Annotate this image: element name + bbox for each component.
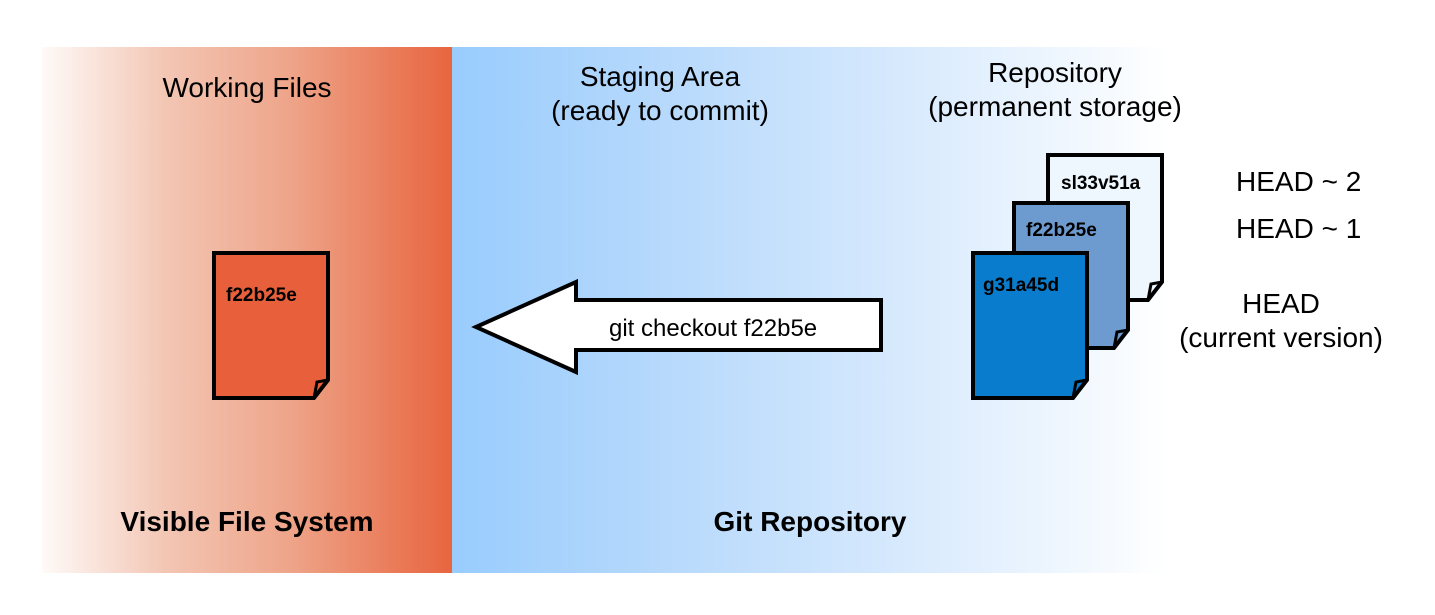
checkout-command-label: git checkout f22b5e <box>609 315 817 342</box>
head-note-label: (current version) <box>1179 322 1383 353</box>
working-file-label: f22b25e <box>226 285 297 306</box>
visible-file-system-label: Visible File System <box>120 506 374 537</box>
commit-oldest-label: sl33v51a <box>1061 173 1141 194</box>
repository-subtitle: (permanent storage) <box>928 91 1182 122</box>
commit-current-label: g31a45d <box>983 275 1059 296</box>
staging-area-subtitle: (ready to commit) <box>551 95 769 126</box>
working-files-title: Working Files <box>162 72 332 103</box>
repository-title: Repository <box>988 57 1122 88</box>
commit-middle-label: f22b25e <box>1026 220 1097 241</box>
checkout-arrow: git checkout f22b5e <box>471 278 883 376</box>
head-1-label: HEAD ~ 1 <box>1236 213 1362 244</box>
commit-file-current-icon: g31a45d <box>971 251 1089 400</box>
head-label: HEAD <box>1242 288 1320 319</box>
staging-area-title: Staging Area <box>579 61 741 92</box>
git-repository-label: Git Repository <box>713 506 907 537</box>
head-2-label: HEAD ~ 2 <box>1236 166 1362 197</box>
working-file-icon: f22b25e <box>212 251 330 400</box>
